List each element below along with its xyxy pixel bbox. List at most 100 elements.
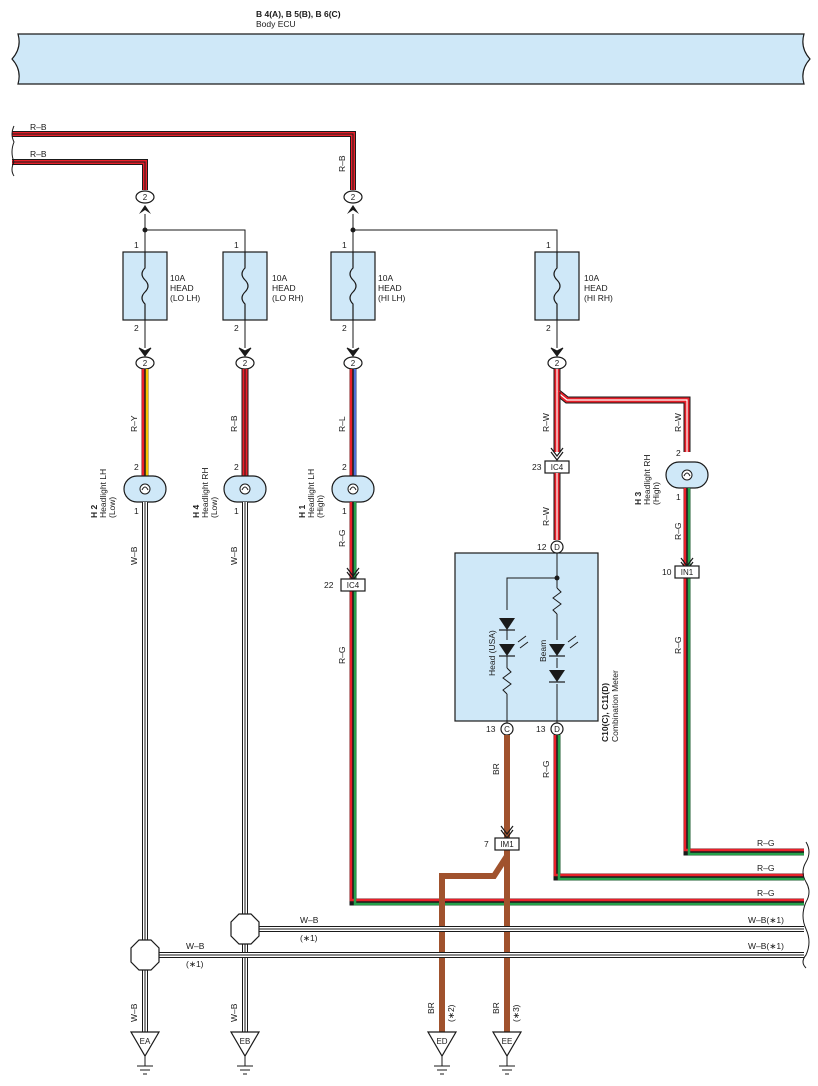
label-r-g-in1: R–G [673, 637, 683, 654]
ground-eb: EB [229, 1031, 261, 1075]
wire-r-g-h1 [349, 502, 804, 906]
right-label-w-b-1: W–B(∗1) [748, 915, 784, 925]
svg-text:(Low): (Low) [209, 497, 219, 518]
label-r-w-meter: R–W [541, 507, 551, 526]
svg-text:2: 2 [351, 193, 356, 202]
body-ecu-box [11, 33, 811, 85]
right-label-r-g-2: R–G [757, 863, 774, 873]
svg-text:Beam: Beam [538, 640, 548, 662]
fuse-out-pin-4: 2 [555, 359, 560, 368]
svg-text:10: 10 [662, 567, 672, 577]
svg-text:Headlight LH: Headlight LH [98, 469, 108, 518]
svg-text:2: 2 [134, 462, 139, 472]
svg-text:(LO LH): (LO LH) [170, 293, 200, 303]
ground-ee-wire-label: BR [491, 1002, 501, 1014]
svg-text:Headlight RH: Headlight RH [642, 454, 652, 505]
fuse-lo-lh: 1 2 10A HEAD (LO LH) [122, 240, 200, 333]
input-wire-label-1: R–B [30, 122, 47, 132]
svg-text:IC4: IC4 [551, 463, 564, 472]
svg-text:D: D [554, 725, 560, 734]
svg-text:Headlight LH: Headlight LH [306, 469, 316, 518]
ground-ea-wire-label: W–B [129, 1003, 139, 1022]
ic4-left-connector: IC4 22 [324, 567, 366, 592]
svg-text:HEAD: HEAD [170, 283, 194, 293]
note-splice-1: (∗1) [300, 933, 318, 943]
label-r-w-right: R–W [673, 413, 683, 432]
svg-text:1: 1 [234, 506, 239, 516]
svg-text:Head (USA): Head (USA) [487, 630, 497, 676]
svg-text:(Low): (Low) [107, 497, 117, 518]
headlight-rh-high: 2 1 H 3 Headlight RH (High) [633, 448, 709, 506]
svg-text:2: 2 [342, 323, 347, 333]
ground-ee: EE [491, 1031, 523, 1075]
fuse-hi-lh: 1 2 10A HEAD (HI LH) [330, 240, 406, 333]
svg-text:(High): (High) [651, 482, 661, 505]
svg-text:H 4: H 4 [191, 505, 201, 519]
fuse-out-pin-2: 2 [243, 359, 248, 368]
splice-point-h2 [130, 939, 160, 971]
fuse-out-pin-3: 2 [351, 359, 356, 368]
ecu-name-label: Body ECU [256, 19, 296, 29]
svg-text:10A: 10A [378, 273, 393, 283]
svg-text:C10(C), C11(D): C10(C), C11(D) [600, 683, 610, 742]
svg-text:1: 1 [546, 240, 551, 250]
im1-connector: IM1 7 [484, 825, 520, 851]
svg-text:Combination Meter: Combination Meter [610, 670, 620, 742]
wire-r-l [349, 369, 357, 476]
input-wire-rb-2 [12, 159, 148, 190]
input-wire-rb-1 [12, 131, 356, 190]
label-w-b-splice-2: W–B [186, 941, 205, 951]
svg-text:1: 1 [134, 240, 139, 250]
svg-text:D: D [554, 543, 560, 552]
svg-text:(High): (High) [315, 495, 325, 518]
label-r-g-ic4: R–G [337, 647, 347, 664]
fuse-lo-rh: 1 2 10A HEAD (LO RH) [222, 240, 304, 333]
svg-text:IN1: IN1 [681, 568, 694, 577]
svg-text:1: 1 [134, 506, 139, 516]
label-r-l: R–L [337, 416, 347, 432]
svg-text:13: 13 [486, 724, 496, 734]
svg-text:EA: EA [140, 1037, 151, 1046]
svg-text:EE: EE [502, 1037, 513, 1046]
note-splice-2: (∗1) [186, 959, 204, 969]
label-r-g-h3: R–G [673, 523, 683, 540]
right-label-w-b-2: W–B(∗1) [748, 941, 784, 951]
fuse-bus [142, 214, 558, 252]
svg-text:HEAD: HEAD [272, 283, 296, 293]
svg-text:H 3: H 3 [633, 492, 643, 506]
svg-text:ED: ED [436, 1037, 447, 1046]
svg-text:2: 2 [546, 323, 551, 333]
wire-r-w [553, 369, 691, 452]
label-r-g-h1: R–G [337, 530, 347, 547]
svg-text:2: 2 [234, 323, 239, 333]
fuse-hi-rh: 1 2 10A HEAD (HI RH) [534, 240, 613, 333]
ground-eb-wire-label: W–B [229, 1003, 239, 1022]
input-wire-label-mid: R–B [337, 155, 347, 172]
svg-text:HEAD: HEAD [584, 283, 608, 293]
svg-text:12: 12 [537, 542, 547, 552]
splice-point-h4 [230, 913, 260, 945]
label-br-meter: BR [491, 763, 501, 775]
svg-text:2: 2 [676, 448, 681, 458]
svg-text:1: 1 [234, 240, 239, 250]
ground-ed-wire-label: BR [426, 1002, 436, 1014]
svg-text:1: 1 [342, 240, 347, 250]
ecu-connectors-label: B 4(A), B 5(B), B 6(C) [256, 9, 341, 19]
label-r-w-left: R–W [541, 413, 551, 432]
svg-text:IC4: IC4 [347, 581, 360, 590]
headlight-rh-low: 2 1 H 4 Headlight RH (Low) [191, 462, 267, 519]
ground-ea: EA [129, 1031, 161, 1075]
wire-break-mark-left [11, 125, 15, 177]
label-r-g-meter: R–G [541, 761, 551, 778]
in1-connector: IN1 10 [662, 557, 700, 579]
svg-text:10A: 10A [272, 273, 287, 283]
svg-text:2: 2 [342, 462, 347, 472]
svg-text:23: 23 [532, 462, 542, 472]
ground-ed: ED [426, 1031, 458, 1075]
junction-connector-left: 2 [135, 190, 155, 214]
svg-text:1: 1 [342, 506, 347, 516]
svg-text:10A: 10A [170, 273, 185, 283]
svg-text:7: 7 [484, 839, 489, 849]
ground-ed-note: (∗2) [446, 1004, 456, 1022]
